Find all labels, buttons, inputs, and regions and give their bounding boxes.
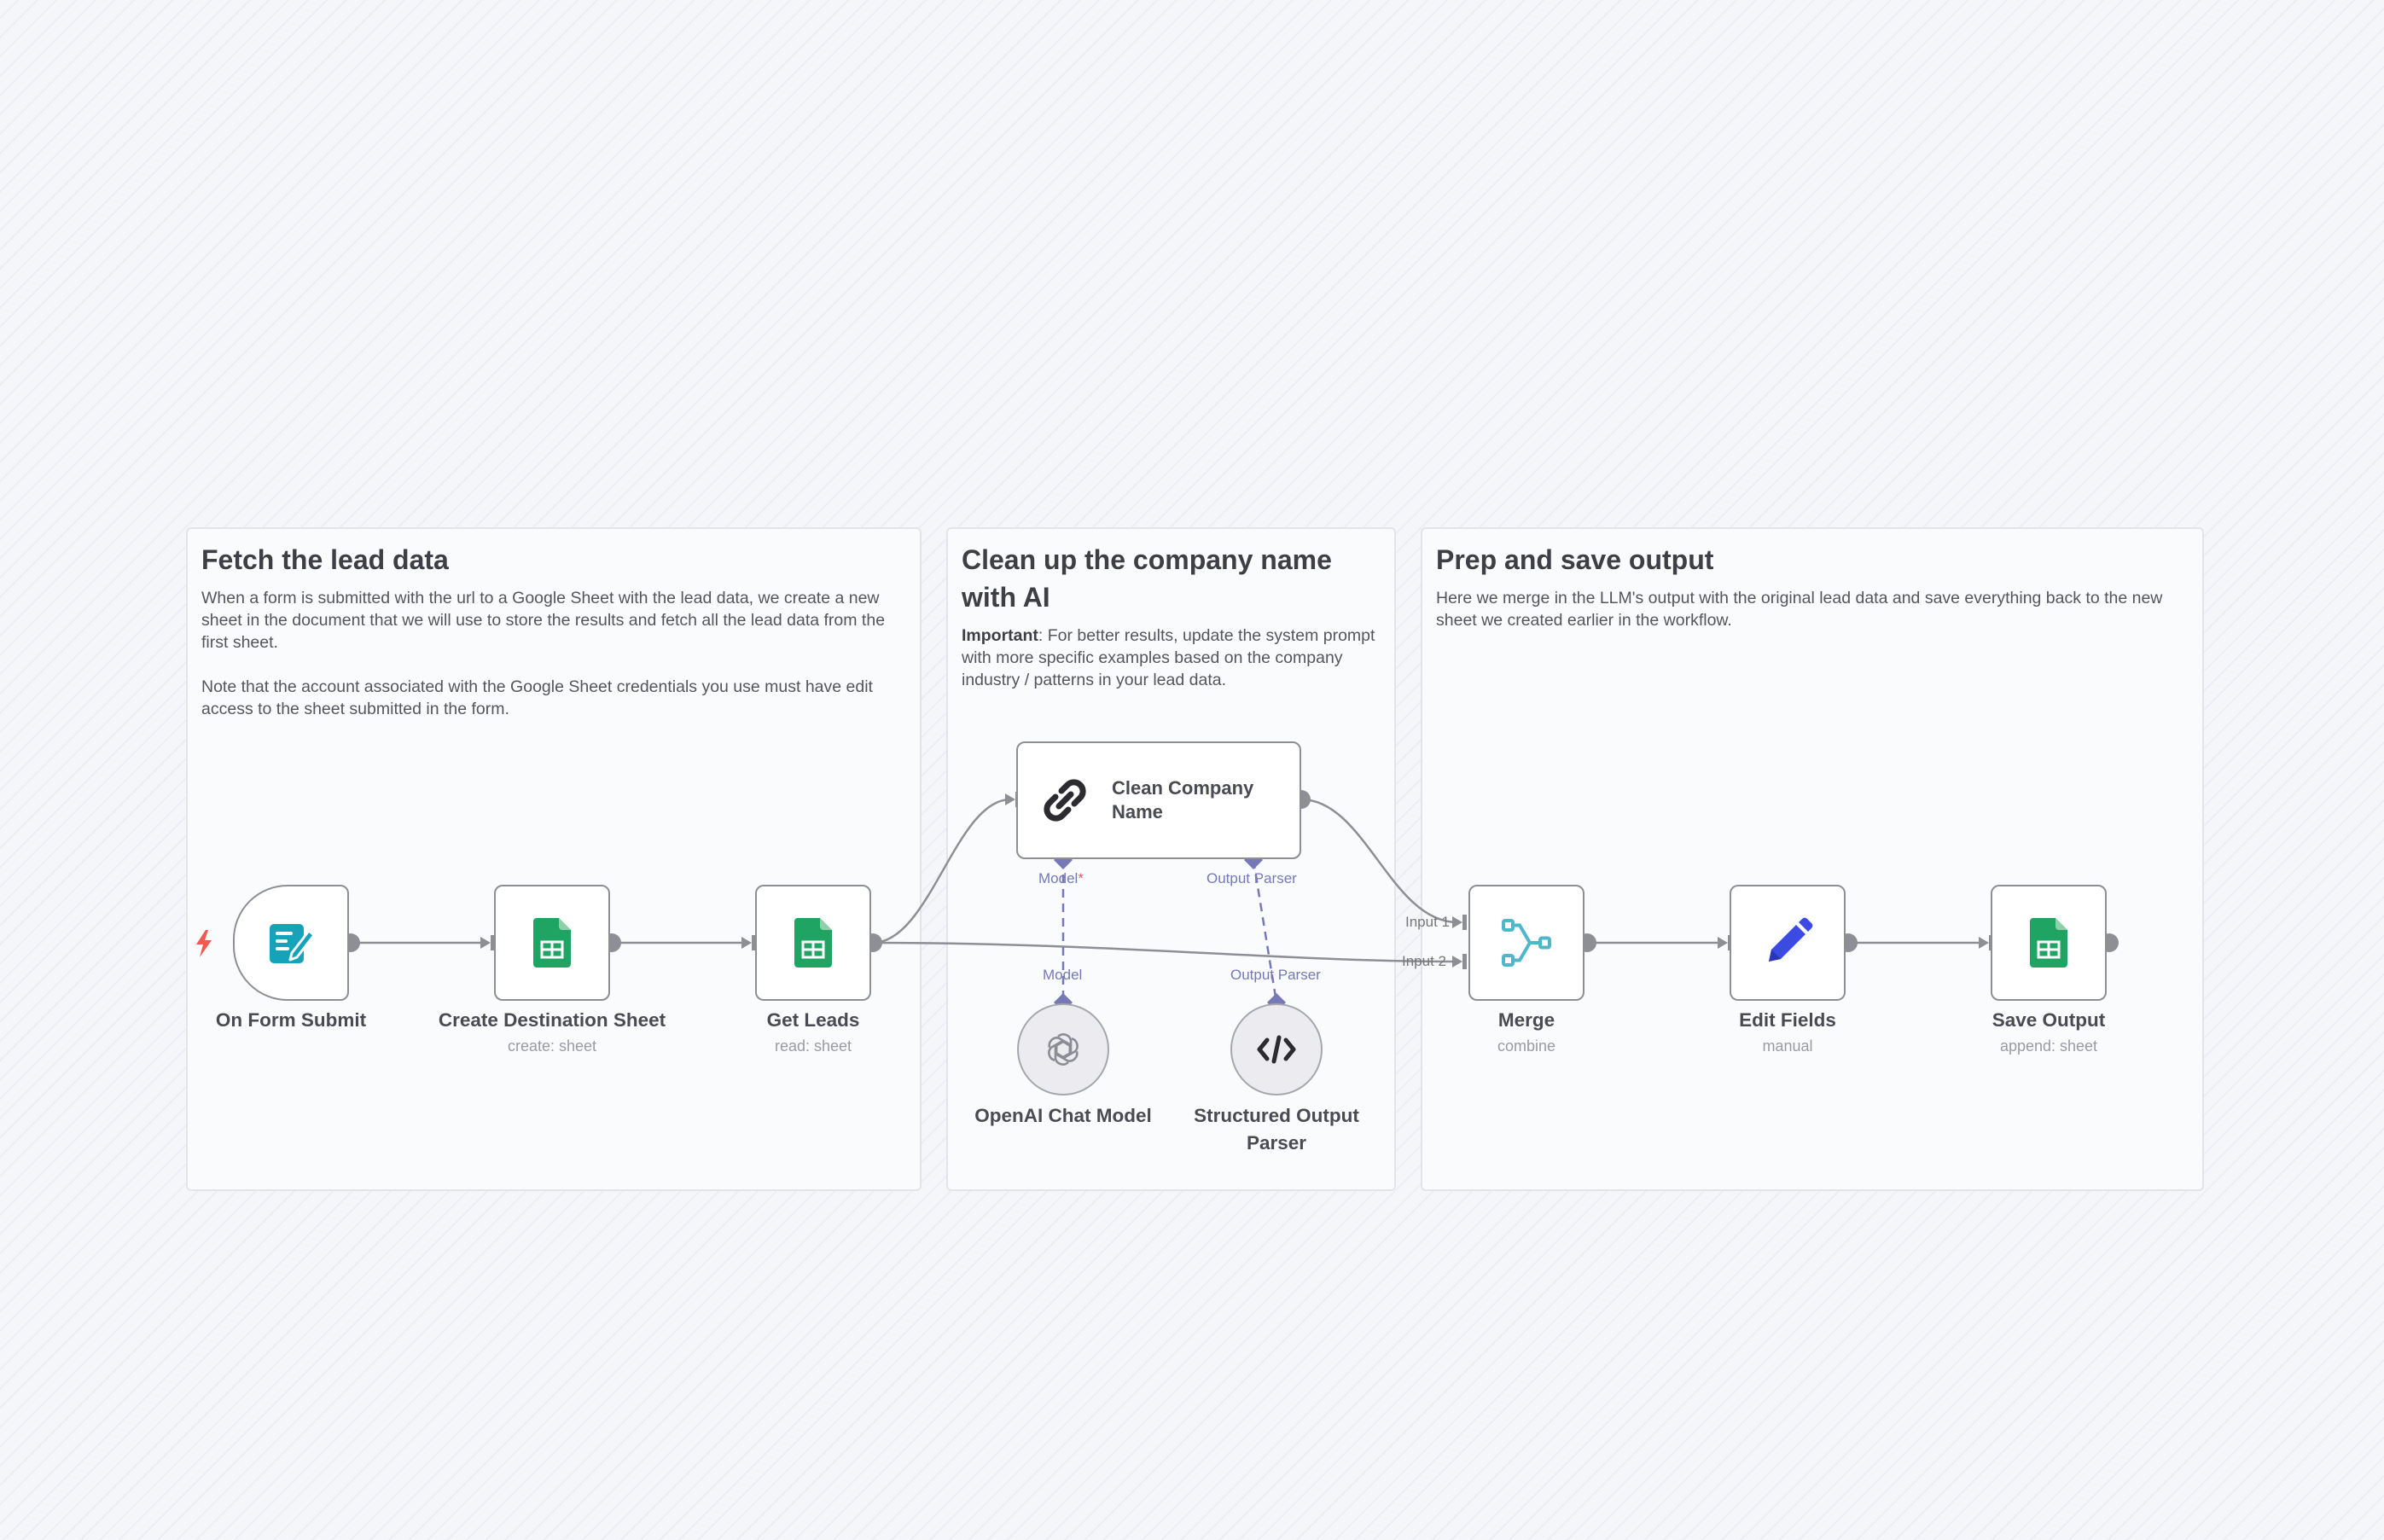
node-subtitle: append: sheet [1999,1037,2098,1055]
node-get-leads[interactable] [755,885,871,1001]
connection-clean-to-merge [1300,798,1458,924]
node-label: Structured Output Parser [1148,1102,1404,1157]
connection-getleads-to-merge [872,941,1458,963]
code-icon [1257,1035,1296,1064]
port-label-model-bottom: Model [1043,967,1083,983]
node-label-line1: Clean Company [1112,777,1254,799]
sticky-text: Here we merge in the LLM's output with t… [1436,589,2163,630]
node-subtitle: create: sheet [507,1037,597,1055]
node-label: On Form Submit [215,1009,367,1031]
node-merge[interactable] [1468,885,1584,1001]
connection-output-parser [1252,859,1278,1003]
trigger-bolt-icon [196,930,212,957]
sticky-clean-company-name[interactable]: Clean up the company name with AI Import… [946,527,1396,1191]
port-label-output-parser-bottom: Output Parser [1230,967,1321,983]
pencil-icon [1769,917,1813,962]
node-label: Merge [1497,1009,1555,1031]
node-subtitle: manual [1762,1037,1813,1055]
node-edit-fields[interactable] [1730,885,1846,1001]
sticky-text: Important: For better results, update th… [962,625,1381,691]
node-save-output[interactable] [1991,885,2107,1001]
sticky-text: When a form is submitted with the url to… [201,589,886,652]
connection-getleads-to-clean [872,798,1011,944]
node-label-line2: Parser [1246,1132,1307,1154]
important-text: : For better results, update the system … [962,626,1375,689]
node-label: Clean Company Name [1112,776,1253,824]
port-label-model: Model* [1038,870,1084,887]
google-sheets-icon [794,918,832,968]
chain-link-icon [1044,779,1086,822]
node-label: OpenAI Chat Model [974,1105,1152,1126]
required-marker: * [1078,870,1084,886]
merge-icon [1502,919,1551,967]
form-icon [270,924,316,963]
node-subtitle: read: sheet [774,1037,852,1055]
sticky-text: Note that the account associated with th… [201,677,873,718]
sticky-prep-save-output[interactable]: Prep and save output Here we merge in th… [1421,527,2204,1191]
node-on-form-submit[interactable] [233,885,349,1001]
openai-icon [1048,1033,1079,1066]
input-label-2: Input 2 [1402,953,1446,969]
sticky-title: Fetch the lead data [201,544,449,575]
node-subtitle: combine [1497,1037,1556,1055]
node-structured-output-parser[interactable] [1230,1003,1323,1095]
google-sheets-icon [533,918,571,968]
node-label: Get Leads [766,1009,860,1031]
important-label: Important [962,626,1038,645]
input-label-1: Input 1 [1405,914,1450,930]
node-label-line1: Structured Output [1194,1105,1359,1126]
sticky-title: Clean up the company name with AI [962,544,1332,613]
node-label: Save Output [1992,1009,2106,1031]
google-sheets-icon [2030,918,2067,968]
node-label: Create Destination Sheet [438,1009,666,1031]
node-clean-company-name[interactable]: Clean Company Name [1016,741,1301,859]
node-label: Edit Fields [1739,1009,1836,1031]
node-label-line2: Name [1112,801,1163,822]
port-label-output-parser: Output Parser [1207,870,1297,886]
port-label-model-text: Model [1038,870,1079,886]
sticky-fetch-lead-data[interactable]: Fetch the lead data When a form is submi… [186,527,922,1191]
sticky-title: Prep and save output [1436,544,1714,575]
node-create-destination-sheet[interactable] [494,885,610,1001]
node-openai-chat-model[interactable] [1017,1003,1109,1095]
